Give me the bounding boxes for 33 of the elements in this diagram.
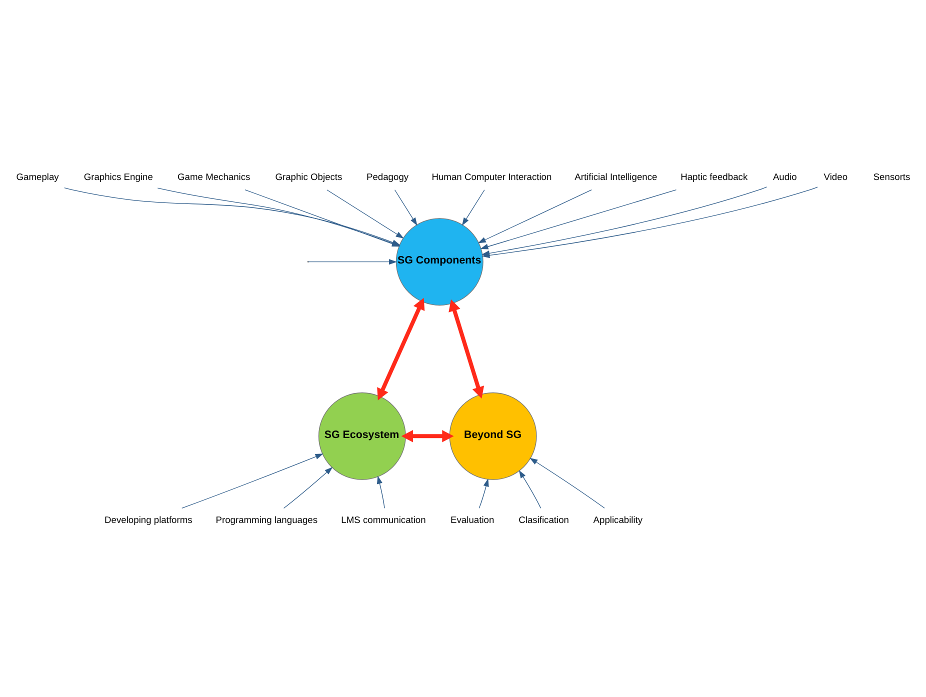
arrow <box>448 298 484 398</box>
node-text: Artificial Intelligence <box>574 172 658 182</box>
node-text: Haptic feedback <box>680 172 748 182</box>
label: Sensorts <box>873 172 910 182</box>
node-circle: SG Ecosystem <box>318 392 406 480</box>
node-text: Developing platforms <box>104 514 192 524</box>
node-text: Programming languages <box>216 514 318 524</box>
node-text: Clasification <box>518 514 569 524</box>
arrow <box>308 258 398 264</box>
arrow <box>394 189 418 226</box>
arrow <box>480 188 677 249</box>
arrow <box>376 475 385 508</box>
arrow <box>377 297 425 400</box>
node-text: Human Computer Interaction <box>432 172 552 182</box>
arrow <box>478 188 592 243</box>
arrow <box>326 189 404 238</box>
arrow <box>478 478 489 508</box>
node-text: Pedagogy <box>366 172 409 182</box>
arrow <box>462 189 485 226</box>
node-text: Graphic Objects <box>275 172 342 182</box>
node-text: Graphics Engine <box>84 172 153 182</box>
node-text: Evaluation <box>450 514 494 524</box>
node-text: Gameplay <box>16 172 59 182</box>
arrow <box>283 466 333 508</box>
node-text: Applicability <box>593 514 643 524</box>
node-text: Audio <box>772 172 797 182</box>
arrow <box>530 457 605 508</box>
node-text: LMS communication <box>341 514 426 524</box>
node-text: Game Mechanics <box>178 172 250 182</box>
arrow <box>518 470 542 508</box>
node-text: Video <box>824 172 848 182</box>
arrow <box>401 430 454 442</box>
arrow <box>182 453 324 508</box>
